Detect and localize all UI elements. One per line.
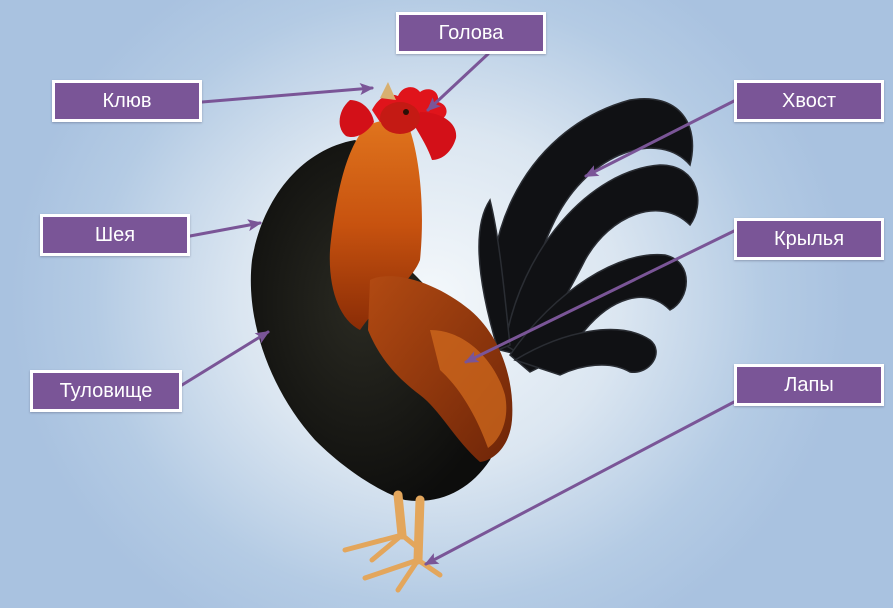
rooster-legs xyxy=(398,495,420,560)
label-neck: Шея xyxy=(40,214,190,256)
label-body: Туловище xyxy=(30,370,182,412)
rooster-head xyxy=(380,102,420,134)
label-wings: Крылья xyxy=(734,218,884,260)
label-head: Голова xyxy=(396,12,546,54)
label-tail: Хвост xyxy=(734,80,884,122)
label-legs: Лапы xyxy=(734,364,884,406)
tail-feathers xyxy=(479,99,698,375)
arrow-head xyxy=(428,54,488,110)
label-beak: Клюв xyxy=(52,80,202,122)
rooster-beak xyxy=(380,82,396,100)
arrow-neck xyxy=(190,223,260,236)
rooster-wattle-right xyxy=(414,112,456,160)
arrow-body xyxy=(182,332,268,385)
arrow-beak xyxy=(202,88,372,102)
rooster-eye xyxy=(403,109,409,115)
